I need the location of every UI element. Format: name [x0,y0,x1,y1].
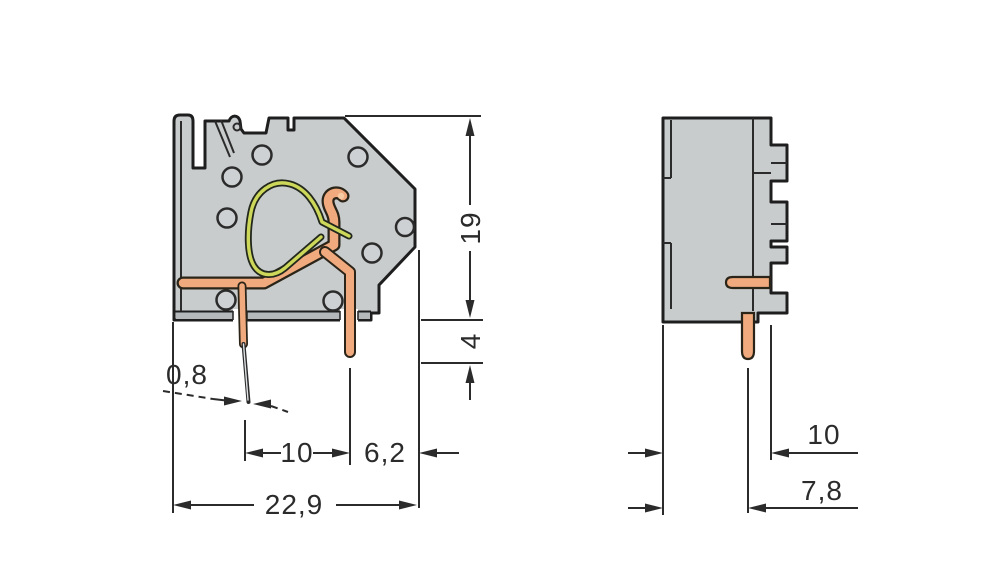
dim-width-22-9: 22,9 [173,489,417,520]
dim-pin-offset-7-8: 7,8 [628,475,858,513]
dim-pin-thickness-0-8: 0,8 [162,359,289,413]
arrow-right-icon [645,448,663,458]
spring-fill [246,181,351,277]
arrow-left-icon [771,448,789,458]
front-view [172,113,417,404]
arrow-left-icon [245,448,263,458]
leader-dash-left [162,390,214,400]
dim-label-pitch: 10 [280,437,313,468]
arrow-right-icon [399,500,417,510]
arrow-up-icon [465,365,475,383]
front-dimensions: 19 4 10 6,2 22,9 [162,115,486,520]
dim-label-pin-protrusion: 4 [455,333,486,350]
arrow-right-icon [645,503,663,513]
front-housing-base [176,312,370,319]
front-latch-slit-a [214,120,231,158]
arrow-right-icon [224,396,242,406]
front-copper-busbar [176,186,350,290]
side-copper-bar [724,275,772,290]
arrow-left-icon [419,448,437,458]
arrow-right-icon [332,448,350,458]
arrow-down-icon [465,300,475,318]
pin1-upper-fill [239,283,247,347]
branch-fill [321,248,354,356]
busbar-fill [178,188,348,288]
dim-height-19: 19 [455,118,486,318]
front-pin1 [237,281,251,404]
front-copper-branch [319,246,356,358]
side-solder-pin [740,311,756,361]
dim-label-width: 22,9 [265,489,324,520]
leader-solid-left [212,398,227,402]
dim-pitch-10: 10 [245,437,350,468]
front-latch-slit-b [220,119,235,154]
arrow-left-icon [748,503,766,513]
front-latch-curl [232,122,242,132]
front-clamp-spring [244,179,353,278]
hole-3 [347,146,369,168]
front-housing-holes [215,144,416,312]
hole-5 [394,216,416,238]
dim-label-depth: 10 [807,419,840,450]
arrow-up-icon [465,118,475,136]
leader-dash-right [270,405,289,413]
dim-pin-protrusion-4: 4 [455,333,486,400]
dim-edge-6-2: 6,2 [364,437,459,468]
side-dimensions: 10 7,8 [628,325,858,515]
hole-4 [216,207,238,229]
hole-7 [322,290,344,312]
hole-6 [361,242,383,264]
arrow-left-icon [253,399,271,409]
hole-2 [221,166,243,188]
dim-label-height: 19 [455,211,486,244]
dim-label-pin-offset: 7,8 [801,475,843,506]
hole-1 [251,144,273,166]
contact-tip-highlight [337,192,345,200]
pin1-needle-core [242,343,249,401]
side-housing-body [661,116,789,324]
side-view [661,116,789,361]
arrow-left-icon [173,500,191,510]
dim-label-pin-thickness: 0,8 [166,359,208,390]
dim-depth-10: 10 [628,419,858,458]
dim-label-edge: 6,2 [364,437,406,468]
hole-8 [215,289,237,311]
